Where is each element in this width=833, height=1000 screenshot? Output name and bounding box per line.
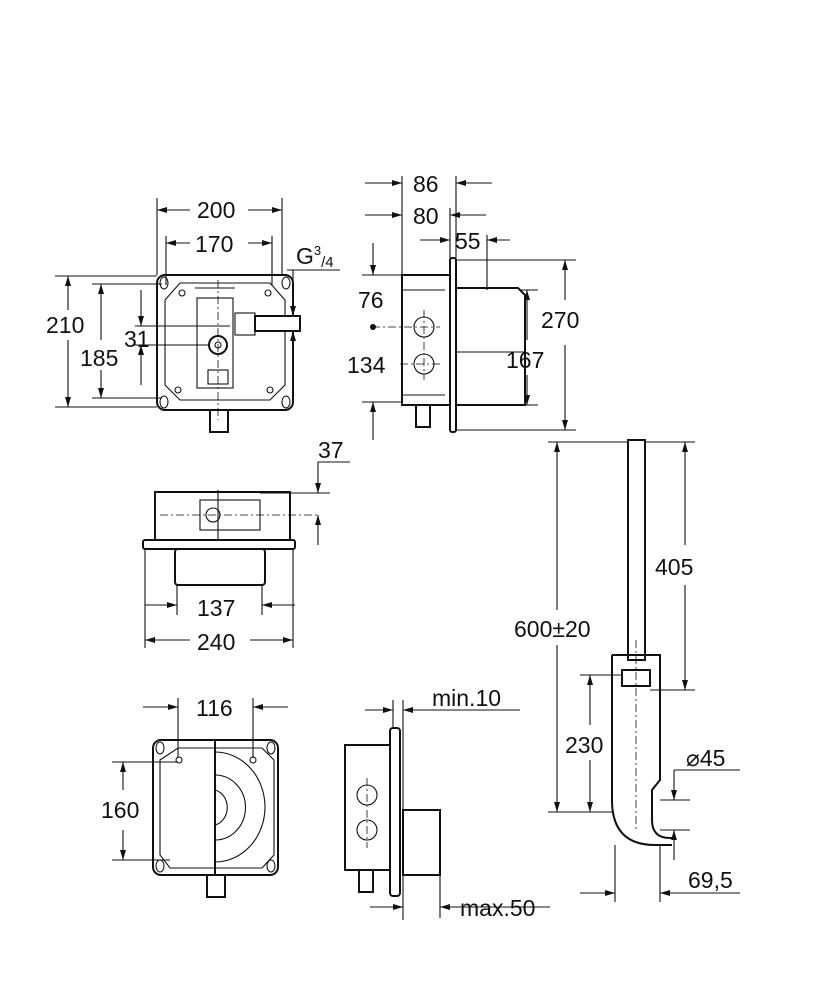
dim-thread: G3/4 xyxy=(296,243,334,271)
dim-600: 600±20 xyxy=(514,616,591,642)
dim-max-50: max.50 xyxy=(460,895,535,921)
dim-76: 76 xyxy=(358,287,384,313)
dim-200: 200 xyxy=(197,197,235,223)
dim-diameter: ⌀45 xyxy=(686,745,725,771)
top-view: 37 137 240 xyxy=(142,437,350,655)
dim-137: 137 xyxy=(197,595,235,621)
front-view: 200 170 G3/4 210 185 31 xyxy=(46,197,340,433)
dim-240: 240 xyxy=(197,629,235,655)
side-view: 86 80 55 76 134 270 167 xyxy=(347,171,579,440)
dim-167: 167 xyxy=(506,347,544,373)
dim-69-5: 69,5 xyxy=(688,867,733,893)
dim-170: 170 xyxy=(195,231,233,257)
dim-min-10: min.10 xyxy=(432,685,501,711)
dim-31: 31 xyxy=(124,326,150,352)
install-view: min.10 max.50 xyxy=(344,685,550,921)
dim-134: 134 xyxy=(347,352,386,378)
dim-116: 116 xyxy=(196,695,233,721)
dim-55: 55 xyxy=(455,228,481,254)
dim-86: 86 xyxy=(413,171,439,197)
rear-view: 116 160 xyxy=(101,695,288,898)
dim-230: 230 xyxy=(565,732,603,758)
dim-80: 80 xyxy=(413,203,439,229)
dim-270: 270 xyxy=(541,307,579,333)
pipe-view: 600±20 405 230 ⌀45 69,5 xyxy=(514,439,740,902)
dim-405: 405 xyxy=(655,554,693,580)
dim-210: 210 xyxy=(46,312,84,338)
dim-160: 160 xyxy=(101,797,139,823)
dim-37: 37 xyxy=(318,437,344,463)
dim-185: 185 xyxy=(80,345,118,371)
